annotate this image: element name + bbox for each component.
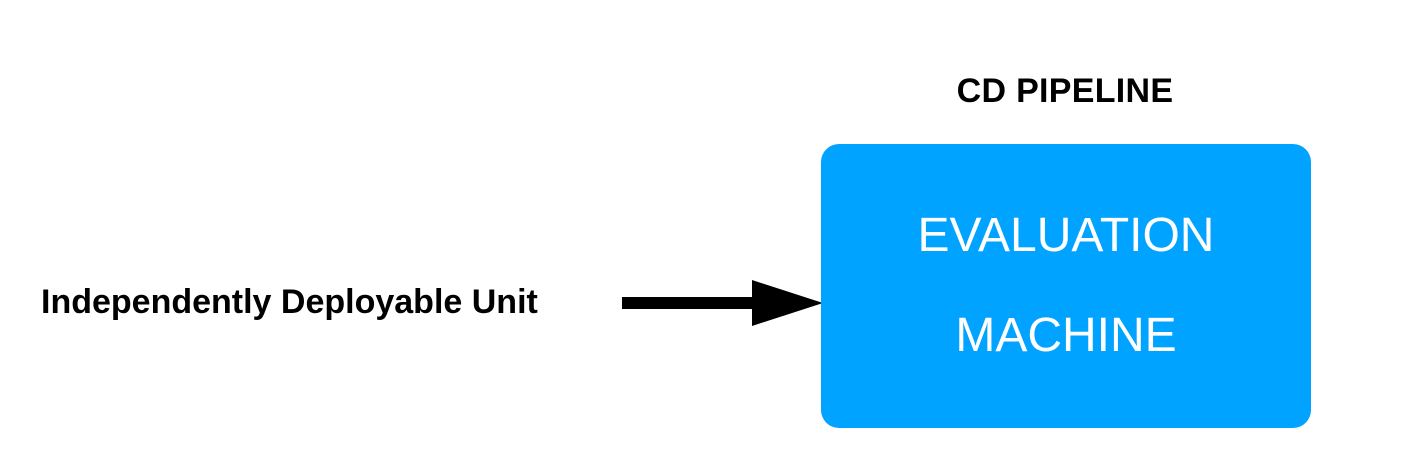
machine-label-line-1: EVALUATION: [917, 209, 1215, 262]
evaluation-machine-box: EVALUATION MACHINE: [821, 144, 1311, 428]
input-label: Independently Deployable Unit: [41, 283, 538, 321]
pipeline-title: CD PIPELINE: [956, 72, 1174, 110]
right-arrow-icon: [622, 280, 823, 326]
machine-label-line-2: MACHINE: [955, 309, 1177, 362]
